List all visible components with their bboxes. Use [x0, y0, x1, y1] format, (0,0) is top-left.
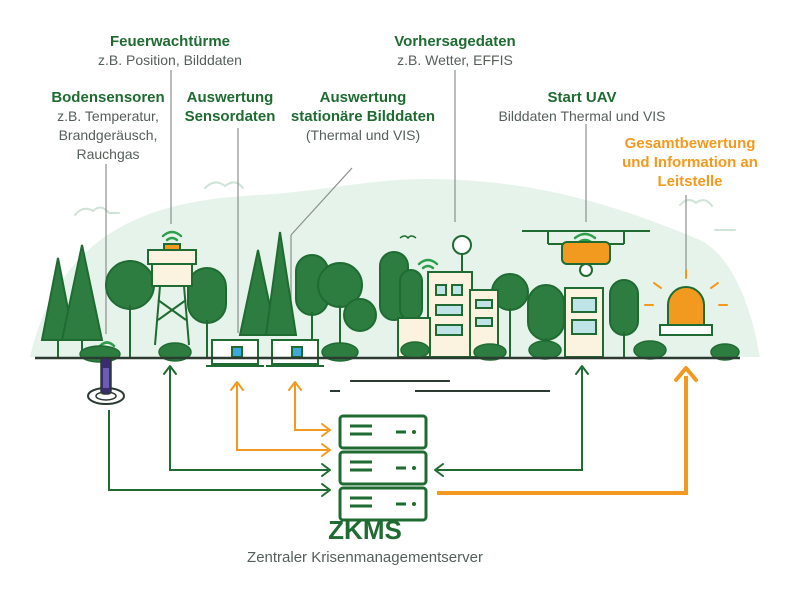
server-unit [338, 486, 428, 522]
tree-icon [527, 284, 565, 341]
tree-icon [399, 269, 423, 321]
server-unit [338, 450, 428, 486]
wifi-icons [98, 230, 597, 352]
drone-icon [522, 230, 650, 277]
label-title: Vorhersagedaten [394, 33, 516, 50]
tree-icons [40, 231, 639, 357]
label-gesamtbewertung: Gesamtbewertung und Information an Leits… [610, 134, 770, 191]
arrow-bodensensoren [108, 410, 328, 491]
label-title: Sensordaten [184, 108, 276, 125]
arrow-uav [437, 368, 583, 471]
label-subtitle: Brandgeräusch, [58, 127, 158, 143]
laptop-icon [206, 339, 264, 367]
tree-icon [264, 231, 298, 336]
label-subtitle: Bilddaten Thermal und VIS [498, 108, 666, 124]
label-auswertung-stationaer: Auswertung stationäre Bilddaten (Thermal… [278, 88, 448, 145]
tree-icon [343, 298, 377, 332]
leader-lines [105, 70, 687, 334]
label-feuerwachtuerme: Feuerwachtürme z.B. Position, Bilddaten [80, 32, 260, 70]
tree-icon [105, 260, 155, 310]
tree-icon [187, 267, 227, 324]
label-title: und Information an [622, 154, 758, 171]
label-bodensensoren: Bodensensoren z.B. Temperatur, Brandgerä… [38, 88, 178, 164]
arrow-leitstelle [437, 376, 688, 495]
label-subtitle: z.B. Wetter, EFFIS [397, 52, 513, 68]
label-subtitle: Rauchgas [76, 146, 140, 162]
server-unit [338, 414, 428, 450]
tree-icon [238, 249, 278, 336]
label-start-uav: Start UAV Bilddaten Thermal und VIS [482, 88, 682, 126]
arrow-heads [163, 365, 698, 497]
label-subtitle: z.B. Temperatur, [57, 108, 159, 124]
ground-sensor-icon [87, 357, 125, 405]
label-title: Bodensensoren [51, 89, 165, 106]
tree-icon [609, 279, 639, 336]
arrow-sensordaten [236, 384, 328, 451]
label-title: Start UAV [547, 89, 617, 106]
siren-icon [659, 286, 713, 336]
wifi-icon [417, 258, 439, 270]
connection-arrows [108, 368, 688, 495]
wifi-icon [161, 230, 183, 242]
label-title: Feuerwachtürme [109, 33, 231, 50]
bird-icon [399, 235, 417, 240]
label-subtitle: (Thermal und VIS) [305, 127, 421, 143]
satellite-dish-icon [452, 235, 472, 272]
siren-rays [644, 269, 728, 306]
label-vorhersagedaten: Vorhersagedaten z.B. Wetter, EFFIS [380, 32, 530, 70]
label-title: Auswertung [186, 89, 274, 106]
laptop-icon [266, 339, 324, 367]
arrow-feuerwacht [169, 368, 328, 471]
arrow-stationaer [294, 384, 328, 431]
label-title: Leitstelle [657, 173, 723, 190]
server-description: Zentraler Krisenmanagementserver [247, 549, 483, 566]
server-name: ZKMS [328, 515, 402, 545]
watchtower-icon [147, 243, 197, 346]
building-icon [564, 287, 604, 358]
label-title: Gesamtbewertung [624, 135, 756, 152]
label-title: Auswertung [319, 89, 407, 106]
label-subtitle: z.B. Position, Bilddaten [98, 52, 242, 68]
server-icon [338, 414, 428, 522]
label-title: stationäre Bilddaten [290, 108, 436, 125]
label-auswertung-sensordaten: Auswertung Sensordaten [175, 88, 285, 126]
